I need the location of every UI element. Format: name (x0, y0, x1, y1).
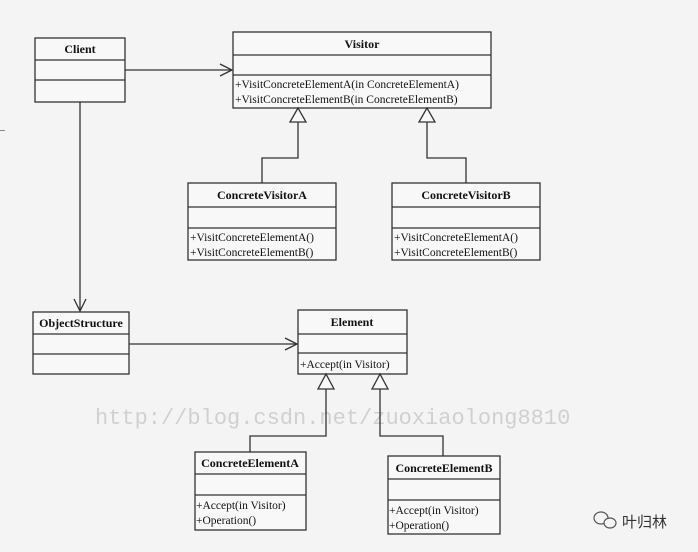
class-object-structure: ObjectStructure (32, 311, 130, 375)
method: +Accept(in Visitor) (389, 505, 479, 517)
generalization-element-a (249, 372, 336, 452)
wechat-icon (593, 511, 617, 529)
class-name: ConcreteVisitorA (217, 188, 307, 202)
method: +Operation() (196, 515, 256, 527)
method: +VisitConcreteElementA() (190, 232, 314, 244)
class-name: ConcreteVisitorB (421, 188, 510, 202)
class-name: Client (64, 42, 95, 56)
brand-label: 叶归林 (622, 513, 667, 531)
generalization-visitor-a (261, 106, 308, 183)
method: +Operation() (389, 520, 449, 532)
watermark: http://blog.csdn.net/zuoxiaolong8810 (95, 406, 570, 431)
class-name: Element (331, 315, 374, 329)
generalization-visitor-b (417, 106, 467, 183)
class-client: Client (34, 37, 126, 103)
method: +VisitConcreteElementB() (190, 247, 313, 259)
brand: 叶归林 (593, 511, 667, 531)
method: +VisitConcreteElementB(in ConcreteElemen… (235, 94, 458, 106)
class-name: ObjectStructure (39, 316, 123, 330)
method: +Accept(in Visitor) (300, 359, 390, 371)
method: +VisitConcreteElementB() (394, 247, 517, 259)
class-concrete-element-a: ConcreteElementA +Accept(in Visitor) +Op… (194, 451, 307, 531)
generalization-element-b (370, 372, 444, 456)
class-element: Element +Accept(in Visitor) (297, 309, 408, 375)
class-name: ConcreteElementA (201, 456, 299, 470)
association-objectstructure-element (129, 337, 299, 351)
association-client-visitor (125, 63, 234, 77)
edge-mark (0, 130, 5, 131)
class-name: Visitor (345, 37, 381, 51)
class-visitor: Visitor +VisitConcreteElementA(in Concre… (232, 31, 492, 109)
class-concrete-element-b: ConcreteElementB +Accept(in Visitor) +Op… (387, 455, 501, 535)
class-concrete-visitor-b: ConcreteVisitorB +VisitConcreteElementA(… (391, 182, 541, 261)
association-client-objectstructure (73, 102, 87, 313)
class-name: ConcreteElementB (395, 461, 492, 475)
method: +VisitConcreteElementA() (394, 232, 518, 244)
method: +VisitConcreteElementA(in ConcreteElemen… (235, 79, 459, 91)
class-concrete-visitor-a: ConcreteVisitorA +VisitConcreteElementA(… (187, 182, 337, 261)
method: +Accept(in Visitor) (196, 500, 286, 512)
